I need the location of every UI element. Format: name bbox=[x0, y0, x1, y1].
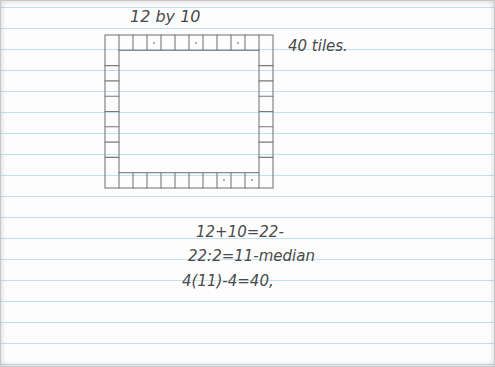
heading-note: 12 by 10 bbox=[130, 8, 201, 26]
equation-line: 4(11)-4=40, bbox=[182, 273, 274, 290]
equation-line: 22:2=11-median bbox=[188, 248, 315, 265]
tile-count-note: 40 tiles. bbox=[288, 38, 348, 55]
equation-line: 12+10=22- bbox=[196, 224, 284, 241]
